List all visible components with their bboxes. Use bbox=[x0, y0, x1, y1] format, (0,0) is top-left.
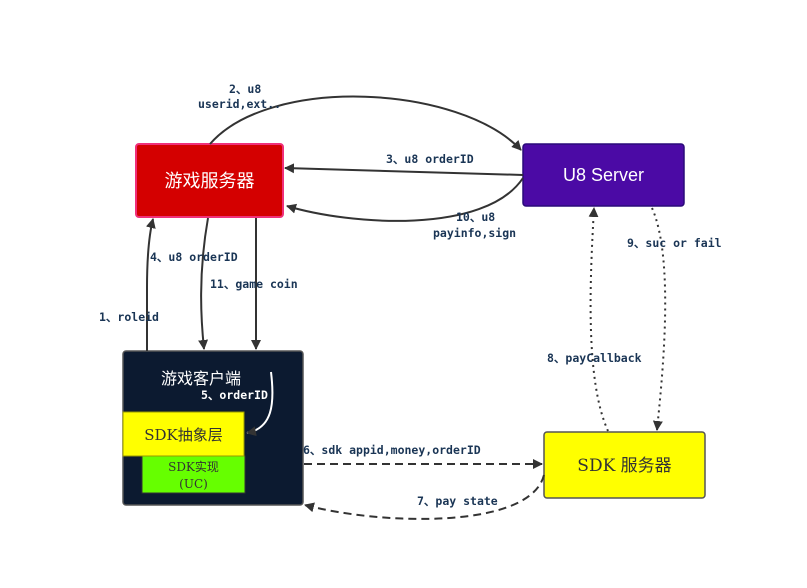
edge-8-label: 8、payCallback bbox=[547, 351, 642, 365]
edge-10-label-line1: 10、u8 bbox=[456, 210, 495, 224]
sdk-server-box bbox=[543, 431, 706, 499]
edge-2-label-line2: userid,ext.. bbox=[198, 97, 281, 111]
sdk-impl-box bbox=[141, 455, 246, 494]
sdk-impl-node: SDK实现 (UC) bbox=[141, 455, 246, 494]
edge-10-payinfo bbox=[286, 177, 524, 222]
u8-server-label: U8 Server bbox=[563, 165, 644, 185]
sdk-abstract-label: SDK抽象层 bbox=[144, 426, 223, 444]
edge-4-label: 4、u8 orderID bbox=[150, 250, 238, 264]
sdk-server-label: SDK 服务器 bbox=[577, 456, 671, 476]
edge-1-roleid bbox=[145, 218, 156, 351]
edge-7-label: 7、pay state bbox=[417, 494, 498, 508]
edge-3-orderid bbox=[284, 163, 524, 176]
sdk-impl-label-line2: (UC) bbox=[179, 477, 208, 491]
edge-5-orderid bbox=[246, 371, 274, 437]
game-server-node: 游戏服务器 bbox=[135, 143, 284, 218]
game-client-label: 游戏客户端 bbox=[161, 369, 241, 388]
sdk-abstract-box bbox=[122, 411, 245, 457]
sdk-abstract-node: SDK抽象层 bbox=[122, 411, 245, 457]
edge-1-label: 1、roleid bbox=[99, 310, 159, 324]
edge-11-label: 11、game coin bbox=[210, 277, 298, 291]
edge-9-label: 9、suc or fail bbox=[627, 236, 722, 250]
edge-4-orderid bbox=[198, 217, 209, 350]
edge-10-label-line2: payinfo,sign bbox=[433, 226, 516, 240]
edge-3-label: 3、u8 orderID bbox=[386, 152, 474, 166]
edge-6-label: 6、sdk appid,money,orderID bbox=[303, 443, 481, 457]
u8-server-node: U8 Server bbox=[522, 143, 685, 207]
game-server-box bbox=[135, 143, 284, 218]
game-server-label: 游戏服务器 bbox=[165, 171, 255, 192]
edge-5-label: 5、orderID bbox=[201, 388, 268, 402]
sdk-impl-label-line1: SDK实现 bbox=[168, 459, 219, 474]
edge-2-userid bbox=[209, 95, 522, 151]
edge-7-paystate bbox=[304, 474, 545, 520]
edge-2-label-line1: 2、u8 bbox=[229, 82, 261, 96]
edge-8-paycallback bbox=[588, 207, 609, 432]
sdk-server-node: SDK 服务器 bbox=[543, 431, 706, 499]
